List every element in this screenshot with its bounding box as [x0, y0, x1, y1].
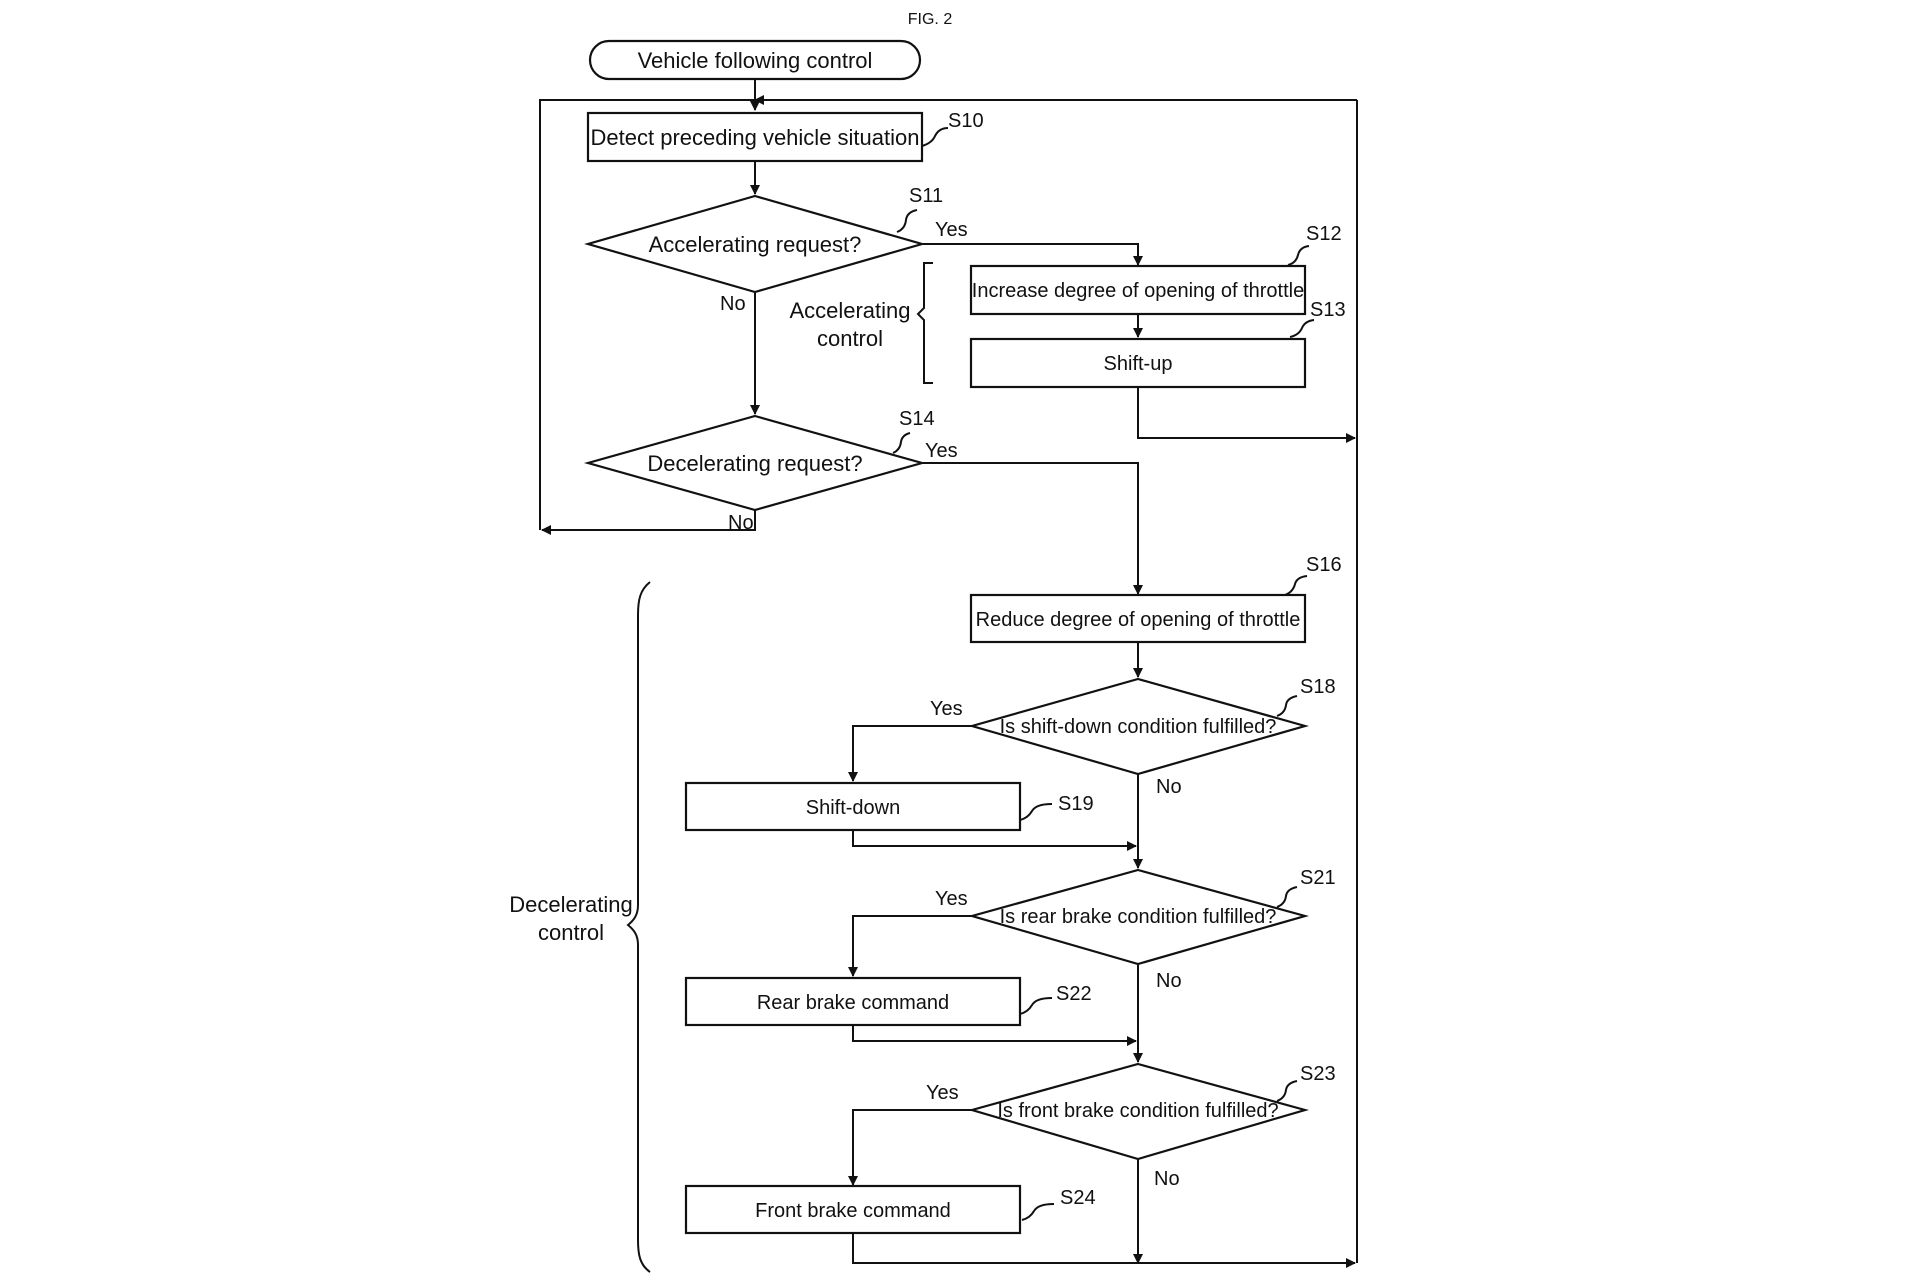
- s21-label: Is rear brake condition fulfilled?: [1000, 906, 1277, 928]
- s23-no-label: No: [1154, 1168, 1180, 1190]
- accelerating-bracket: [916, 262, 933, 384]
- s18-label: Is shift-down condition fulfilled?: [1000, 716, 1277, 738]
- s18-yes-label: Yes: [930, 698, 963, 720]
- accelerating-control-group: Accelerating control: [789, 262, 933, 384]
- s18-leader: [1276, 695, 1298, 717]
- accelerating-control-line1: Accelerating: [789, 298, 910, 323]
- s11-step-id: S11: [909, 185, 943, 207]
- decision-accelerating-request: Accelerating request?: [584, 194, 926, 294]
- s12-leader: [1287, 245, 1310, 266]
- figure-title: FIG. 2: [908, 11, 953, 28]
- s11-label: Accelerating request?: [649, 232, 862, 257]
- s19-leader: [1019, 803, 1053, 821]
- start-label: Vehicle following control: [638, 48, 873, 73]
- process-shift-down: Shift-down: [684, 781, 1022, 832]
- s16-label: Reduce degree of opening of throttle: [976, 609, 1301, 631]
- decision-rear-brake-condition: Is rear brake condition fulfilled?: [967, 868, 1310, 966]
- s22-step-id: S22: [1056, 983, 1092, 1005]
- decision-front-brake-condition: Is front brake condition fulfilled?: [968, 1062, 1310, 1161]
- connector-lines: [539, 79, 1358, 1268]
- s14-yes-label: Yes: [925, 440, 958, 462]
- s21-yes-label: Yes: [935, 888, 968, 910]
- s22-leader: [1019, 997, 1053, 1015]
- s21-step-id: S21: [1300, 867, 1336, 889]
- s24-label: Front brake command: [755, 1200, 951, 1222]
- process-shift-up: Shift-up: [969, 337, 1307, 389]
- s21-no-label: No: [1156, 970, 1182, 992]
- decelerating-brace: [626, 581, 651, 1273]
- process-front-brake-command: Front brake command: [684, 1184, 1022, 1235]
- process-rear-brake-command: Rear brake command: [684, 976, 1022, 1027]
- process-detect-preceding-vehicle: Detect preceding vehicle situation: [586, 111, 924, 163]
- s14-label: Decelerating request?: [647, 451, 862, 476]
- accelerating-control-line2: control: [817, 326, 883, 351]
- decision-shift-down-condition: Is shift-down condition fulfilled?: [968, 677, 1310, 776]
- s11-leader: [896, 209, 918, 233]
- decelerating-control-line2: control: [538, 920, 604, 945]
- s16-step-id: S16: [1306, 554, 1342, 576]
- s18-no-label: No: [1156, 776, 1182, 798]
- s11-no-label: No: [720, 293, 746, 315]
- s23-leader: [1276, 1080, 1298, 1102]
- s14-no-label: No: [728, 512, 754, 534]
- process-increase-throttle: Increase degree of opening of throttle: [969, 264, 1307, 316]
- s10-step-id: S10: [948, 110, 984, 132]
- s23-step-id: S23: [1300, 1063, 1336, 1085]
- decelerating-control-line1: Decelerating: [509, 892, 633, 917]
- s19-label: Shift-down: [806, 797, 901, 819]
- s13-label: Shift-up: [1104, 353, 1173, 375]
- s24-leader: [1021, 1203, 1055, 1221]
- s12-step-id: S12: [1306, 223, 1342, 245]
- s10-label: Detect preceding vehicle situation: [591, 125, 920, 150]
- s11-yes-label: Yes: [935, 219, 968, 241]
- s13-step-id: S13: [1310, 299, 1346, 321]
- process-reduce-throttle: Reduce degree of opening of throttle: [969, 593, 1307, 644]
- s21-leader: [1276, 886, 1298, 908]
- s23-yes-label: Yes: [926, 1082, 959, 1104]
- s18-step-id: S18: [1300, 676, 1336, 698]
- s10-leader: [921, 127, 949, 147]
- s24-step-id: S24: [1060, 1187, 1096, 1209]
- s22-label: Rear brake command: [757, 992, 949, 1014]
- s16-leader: [1284, 575, 1308, 596]
- s13-leader: [1289, 319, 1315, 338]
- decelerating-control-group: Decelerating control: [509, 581, 651, 1273]
- start-terminator: Vehicle following control: [588, 39, 922, 81]
- decision-decelerating-request: Decelerating request?: [583, 414, 927, 512]
- s14-leader: [892, 432, 911, 454]
- s23-label: Is front brake condition fulfilled?: [997, 1100, 1278, 1122]
- s12-label: Increase degree of opening of throttle: [972, 280, 1304, 302]
- s19-step-id: S19: [1058, 793, 1094, 815]
- s14-step-id: S14: [899, 408, 935, 430]
